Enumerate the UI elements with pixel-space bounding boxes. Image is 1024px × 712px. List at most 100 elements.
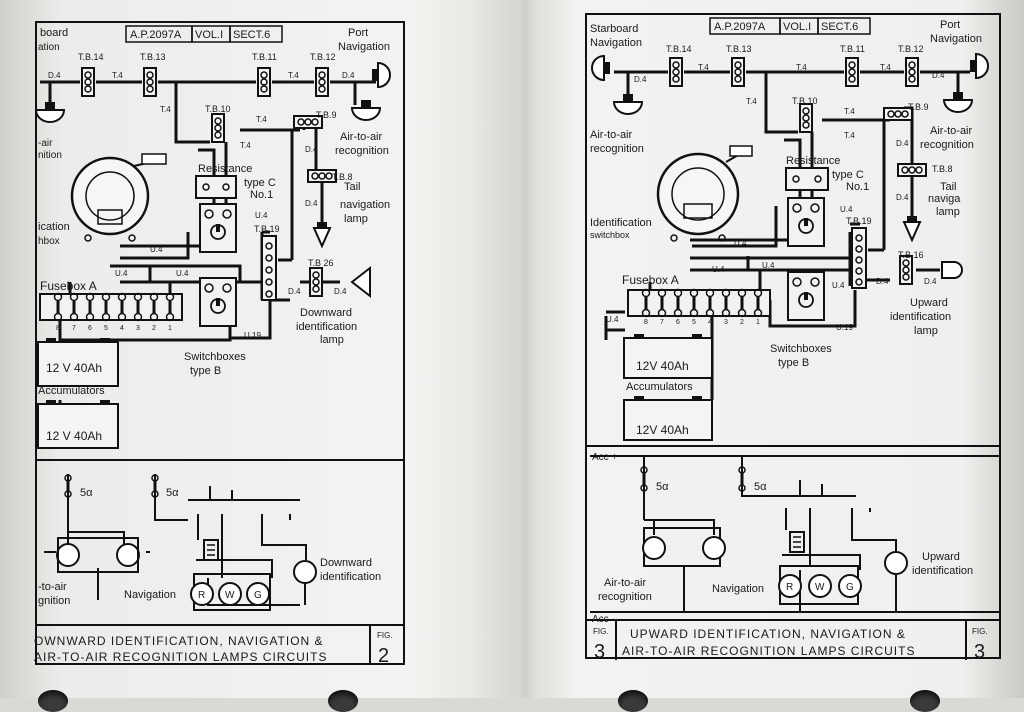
right-air-right-2: recognition <box>920 139 974 151</box>
right-air-lamp-right-icon <box>943 91 973 113</box>
right-caption-line-1: UPWARD IDENTIFICATION, NAVIGATION & <box>630 627 906 641</box>
left-fuse-num: 8 <box>56 325 60 332</box>
right-nav-r-label: R <box>786 582 793 593</box>
left-fuse-numbers: 8 7 6 5 4 3 2 1 <box>56 325 172 332</box>
right-relay-icon <box>789 531 805 553</box>
left-vol: VOL.I <box>195 29 223 41</box>
right-air-lamp-circle-1 <box>642 536 666 560</box>
left-nav-lamp-r: R <box>190 582 214 606</box>
right-tb9-label: T.B.9 <box>908 102 929 112</box>
right-wire-d4-e: D.4 <box>876 277 889 286</box>
right-tb10 <box>799 103 813 133</box>
left-air-to-air-label-1: Air-to-air <box>340 131 383 143</box>
right-page: A.P.2097A VOL.I SECT.6 Starboard Navigat… <box>585 13 1001 663</box>
left-tail-lamp-icon <box>313 221 331 247</box>
right-wire-u4-a: U.4 <box>840 205 853 214</box>
right-wire-t4-a: T.4 <box>698 63 709 72</box>
right-resistance-label-1: Resistance <box>786 155 840 167</box>
left-wire-t4-a: T.4 <box>112 71 123 80</box>
right-wire-u4-f: U.4 <box>606 315 619 324</box>
left-wire-d4-a: D.4 <box>48 71 61 80</box>
left-port-label: Port <box>348 27 368 39</box>
right-schematic-fuse-1 <box>640 466 648 492</box>
right-air-right-1: Air-to-air <box>930 125 973 137</box>
right-wire-t4-d: T.4 <box>746 97 757 106</box>
left-wire-u4-d: U.4 <box>176 269 189 278</box>
binder-hole <box>910 690 940 712</box>
left-battery-label-upper: 12 V 40Ah <box>46 361 102 375</box>
right-port-lamp-icon <box>969 53 989 79</box>
left-nav-r-label: R <box>198 590 205 601</box>
left-wire-t4-d: T.4 <box>256 115 267 124</box>
left-wire-d4-e: D.4 <box>288 287 301 296</box>
right-fuse-num: 5 <box>692 319 696 326</box>
left-navigation-label: Navigation <box>338 41 390 53</box>
right-caption-line-2: AIR-TO-AIR RECOGNITION LAMPS CIRCUITS <box>622 644 915 658</box>
right-fuse-num: 1 <box>756 319 760 326</box>
right-starboard-lamp-icon <box>591 55 611 81</box>
left-switchbox-lower <box>199 277 237 327</box>
right-starboard-label: Starboard <box>590 23 638 35</box>
right-ident-label-1: Identification <box>590 217 652 229</box>
right-tb13 <box>731 57 745 87</box>
right-resistance-label-2: type C <box>832 169 864 181</box>
left-downward-label-1: Downward <box>300 307 352 319</box>
left-schematic-fuse-2 <box>151 474 159 498</box>
left-sect: SECT.6 <box>233 29 270 41</box>
left-tb10 <box>211 113 225 143</box>
right-ident-label-2: switchbox <box>590 230 630 240</box>
right-upward-ident-1: Upward <box>922 551 960 563</box>
left-caption-line-2: AIR-TO-AIR RECOGNITION LAMPS CIRCUITS <box>34 650 327 664</box>
right-tb16-label: T.B.16 <box>898 250 924 260</box>
left-tail-label-1: Tail <box>344 181 361 193</box>
right-tb14 <box>669 57 683 87</box>
right-switchbox-upper <box>787 197 825 247</box>
right-fig-label-right: FIG. <box>972 627 988 636</box>
right-fig-number-right: 3 <box>974 641 985 663</box>
right-port-nav-label: Navigation <box>930 33 982 45</box>
book-gutter-shadow <box>470 0 580 698</box>
right-fig-number-left: 3 <box>594 641 605 663</box>
left-sect-box <box>229 25 283 43</box>
right-tail-lamp-icon <box>903 215 921 241</box>
left-fuse-num: 7 <box>72 325 76 332</box>
right-fuse-num: 7 <box>660 319 664 326</box>
right-tb10-label: T.B.10 <box>792 96 818 106</box>
right-fuse-num: 3 <box>724 319 728 326</box>
left-identification-switchbox <box>70 153 167 242</box>
right-nav-lamp-r: R <box>778 574 802 598</box>
left-lower-air-2: gnition <box>38 595 70 607</box>
left-nav-w-label: W <box>225 590 235 601</box>
right-fig-label-left: FIG. <box>593 627 609 636</box>
left-switchbox-upper <box>199 203 237 253</box>
right-battery-upper <box>623 334 713 379</box>
left-air-lamp-circle-2 <box>116 543 140 567</box>
left-accumulators-label: Accumulators <box>38 385 105 397</box>
right-wire-d4-c: D.4 <box>896 139 909 148</box>
right-accumulators-label: Accumulators <box>626 381 693 393</box>
right-tb8-label: T.B.8 <box>932 164 953 174</box>
left-wire-d4-f: D.4 <box>334 287 347 296</box>
left-air-label-1: -air <box>38 138 53 149</box>
right-wire-d4-a: D.4 <box>634 75 647 84</box>
left-tb19-label: T.B.19 <box>254 224 280 234</box>
left-resistance-label-1: Resistance <box>198 163 252 175</box>
left-resistance-label-3: No.1 <box>250 189 273 201</box>
right-identification-switchbox <box>656 145 753 242</box>
right-tb14-label: T.B.14 <box>666 44 692 54</box>
right-fuse-rating-2: 5α <box>754 481 767 493</box>
right-battery-label-lower: 12V 40Ah <box>636 423 689 437</box>
left-nav-lamp-w: W <box>218 582 242 606</box>
left-wire-u4-a: U.4 <box>255 211 268 220</box>
left-tb8-label: T.B.8 <box>332 172 353 182</box>
left-tb11 <box>257 67 271 97</box>
right-vol: VOL.I <box>783 21 811 33</box>
right-sect: SECT.6 <box>821 21 858 33</box>
left-wire-d4-d: D.4 <box>305 199 318 208</box>
left-tb26 <box>309 267 323 297</box>
right-fuse-num: 4 <box>708 319 712 326</box>
right-lower-air-1: Air-to-air <box>604 577 647 589</box>
left-tb9-label: T.B.9 <box>316 110 337 120</box>
right-tail-label-2: naviga <box>928 193 961 205</box>
